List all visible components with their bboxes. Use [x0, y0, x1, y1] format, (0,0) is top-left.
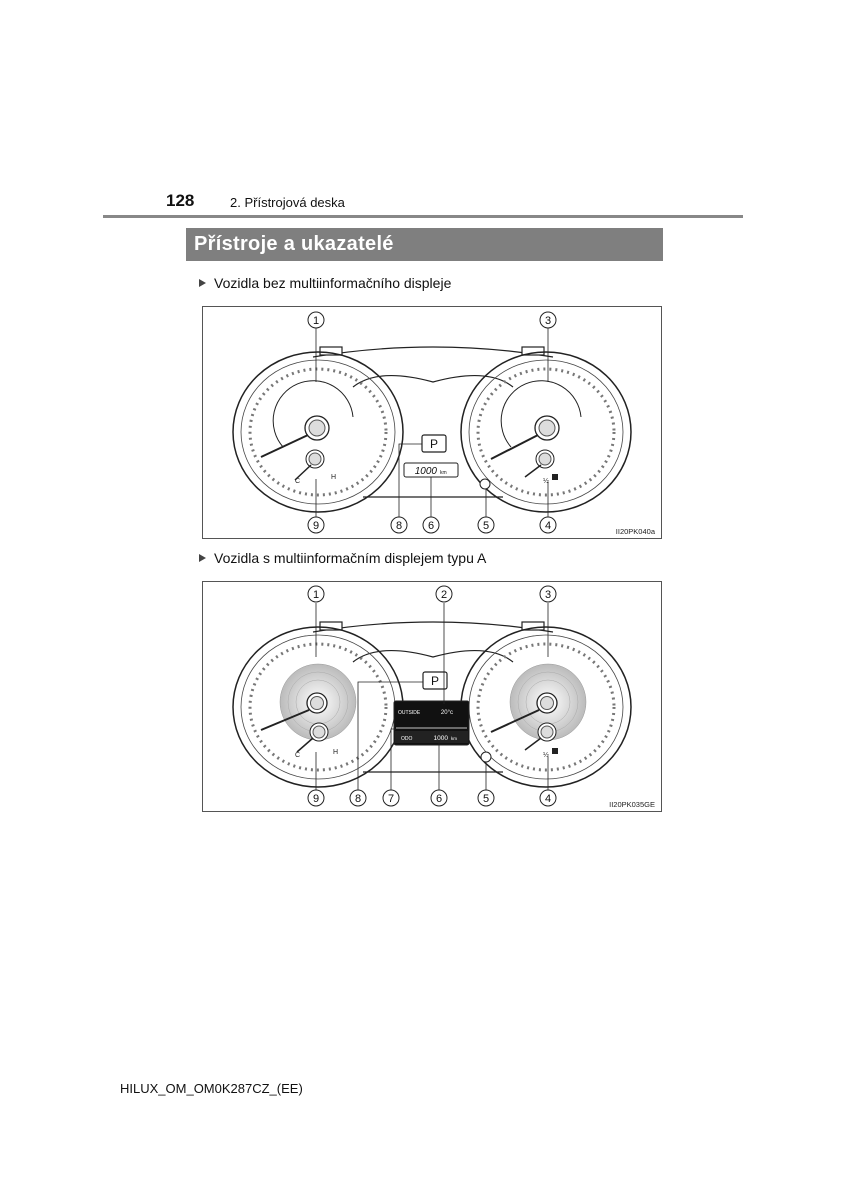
figure2-temp-low-label: C	[295, 752, 300, 759]
figure1-caption: Vozidla bez multiinformačního displeje	[199, 275, 451, 291]
figure1-tachometer: C H	[232, 351, 404, 513]
header-divider	[103, 215, 743, 218]
callout-7: 7	[388, 793, 394, 805]
figure2-shift-position: P	[431, 674, 439, 688]
figure2-trip-knob	[480, 751, 492, 763]
footer-document-code: HILUX_OM_OM0K287CZ_(EE)	[120, 1081, 303, 1096]
figure1-code: II20PK040a	[616, 527, 656, 536]
page-number: 128	[166, 191, 195, 210]
figure1-callout-lines	[315, 328, 549, 517]
figure1-odometer: 1000 km	[403, 462, 459, 478]
figure2-callouts: 1 2 3 4 5 6 7 8 9	[307, 585, 557, 807]
figure2-temp-high-label: H	[333, 749, 338, 756]
callout-8: 8	[355, 793, 361, 805]
figure2-multi-information-display: OUTSIDE 20°c ODO 1000 km	[393, 700, 470, 746]
figure2-caption: Vozidla s multiinformačním displejem typ…	[199, 550, 486, 566]
callout-5: 5	[483, 793, 489, 805]
figure2-speedometer: ½	[460, 626, 632, 788]
figure1-odometer-unit: km	[440, 470, 447, 476]
callout-8: 8	[396, 520, 402, 532]
figure1-fuel-half-label: ½	[543, 477, 549, 485]
callout-4: 4	[545, 520, 551, 532]
figure1-caption-text: Vozidla bez multiinformačního displeje	[214, 275, 452, 291]
chapter-title: 2. Přístrojová deska	[230, 195, 345, 210]
figure1-fuel-pump-icon	[552, 474, 558, 480]
callout-6: 6	[436, 793, 442, 805]
callout-2: 2	[441, 589, 447, 601]
figure2-caption-text: Vozidla s multiinformačním displejem typ…	[214, 550, 487, 566]
callout-1: 1	[313, 315, 319, 327]
bullet-triangle-icon	[199, 554, 206, 562]
callout-3: 3	[545, 315, 551, 327]
figure1-cluster-housing	[312, 346, 554, 498]
callout-1: 1	[313, 589, 319, 601]
figure2-outside-value: 20°c	[441, 710, 453, 716]
figure1-trip-knob	[479, 478, 491, 490]
figure2-fuel-pump-icon	[552, 748, 558, 754]
figure2-odo-label: ODO	[401, 736, 413, 742]
figure1-shift-position: P	[430, 437, 438, 451]
figure1-shift-indicator: P	[421, 434, 447, 453]
figure1-speedometer: ½	[460, 351, 632, 513]
figure1-temp-low-label: C	[295, 478, 300, 485]
figure2-callout-lines	[315, 603, 549, 790]
callout-4: 4	[545, 793, 551, 805]
bullet-triangle-icon	[199, 279, 206, 287]
figure2-shift-indicator: P	[422, 671, 448, 690]
figure1-callouts: 1 3 4 5 6 8 9	[307, 311, 557, 534]
figure2-cluster-housing	[312, 621, 554, 773]
figure1-temp-high-label: H	[331, 474, 336, 481]
figure1-odometer-value: 1000	[415, 466, 438, 477]
callout-9: 9	[313, 793, 319, 805]
callout-5: 5	[483, 520, 489, 532]
figure2-cluster-illustration: C H ½ P OUTSIDE 20°c	[202, 581, 662, 812]
figure2-code: II20PK035GE	[609, 800, 655, 809]
figure2-fuel-half-label: ½	[543, 751, 549, 759]
section-title: Přístroje a ukazatelé	[186, 228, 663, 261]
figure2-outside-label: OUTSIDE	[398, 710, 421, 716]
callout-3: 3	[545, 589, 551, 601]
figure1-cluster-illustration: C H ½ P 1000 km	[202, 306, 662, 539]
callout-6: 6	[428, 520, 434, 532]
figure2-odo-value: 1000	[434, 735, 449, 742]
callout-9: 9	[313, 520, 319, 532]
figure2-odo-unit: km	[451, 736, 457, 741]
figure2-tachometer: C H	[232, 626, 404, 788]
